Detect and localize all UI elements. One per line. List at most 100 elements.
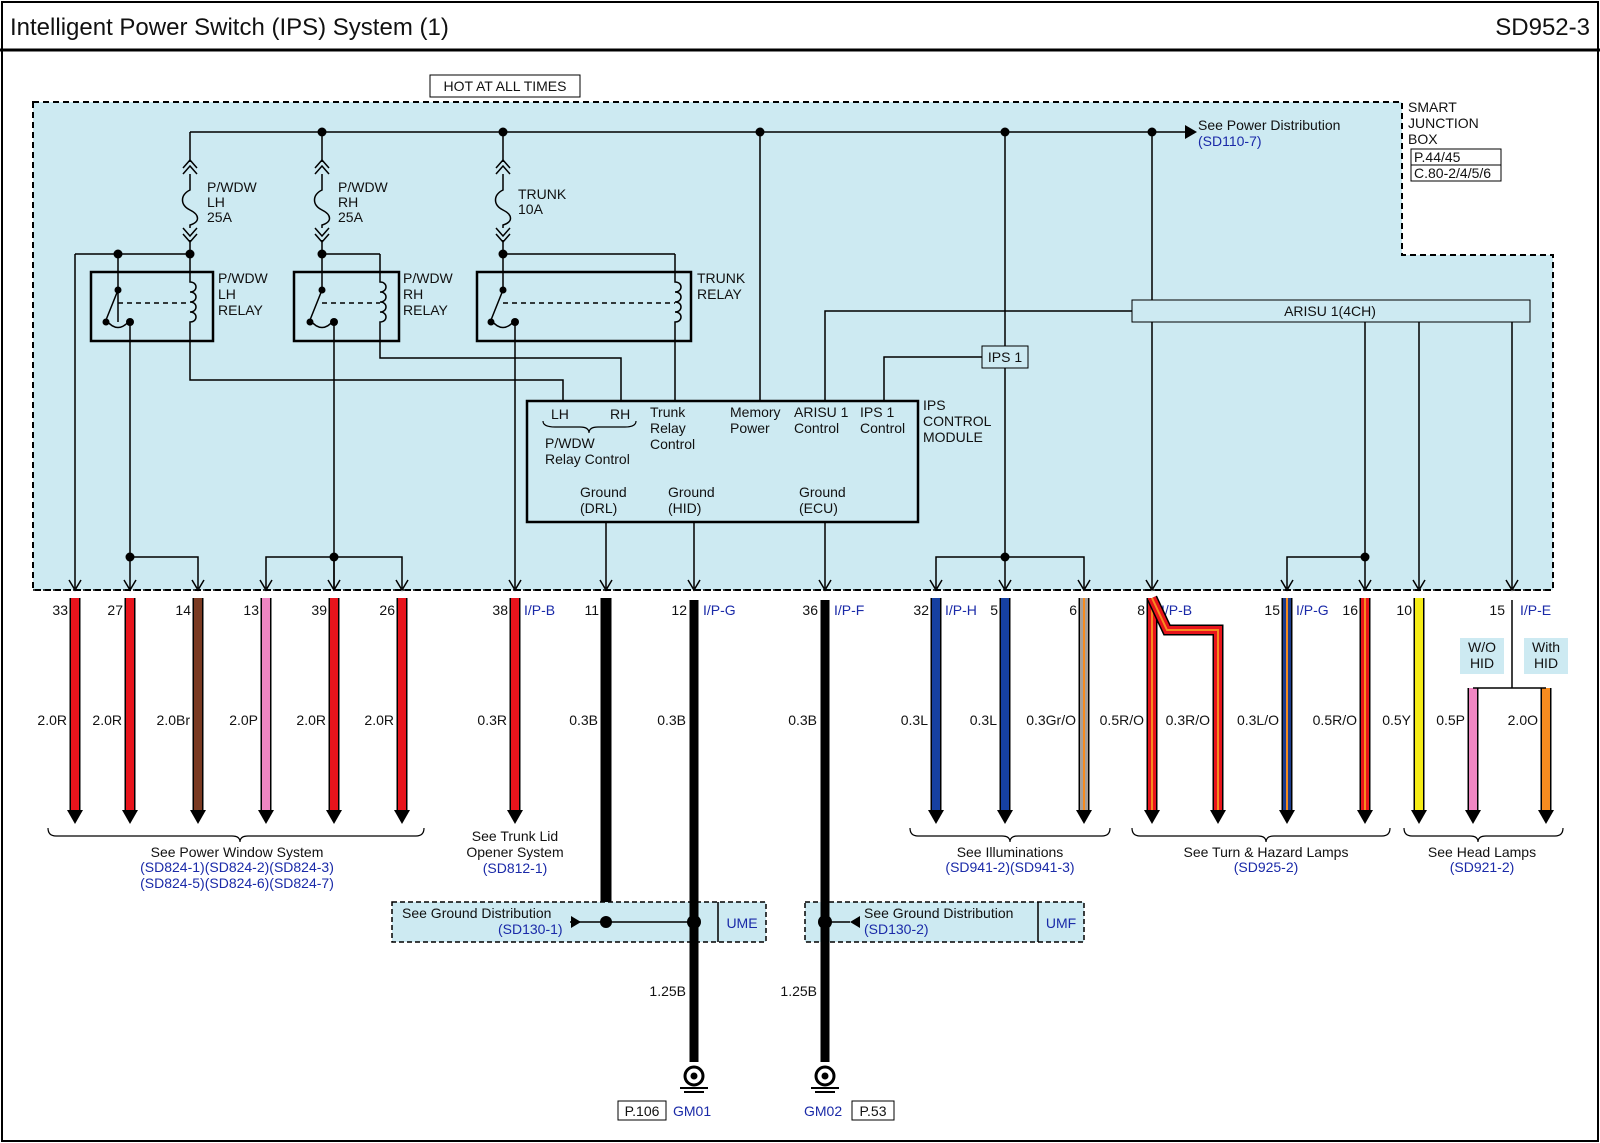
module-ips1-control-2: Control xyxy=(860,420,905,436)
battery-bus xyxy=(189,131,1185,588)
fuse-2-label-1: P/WDW xyxy=(338,179,389,195)
wire-7: 38 I/P-B 0.3R xyxy=(477,579,555,824)
ips1-label: IPS 1 xyxy=(988,349,1022,365)
connector-name: I/P-B xyxy=(524,602,555,618)
with-hid-label-2: HID xyxy=(1534,655,1558,671)
wire-arrow xyxy=(997,810,1013,824)
wire-17: 16 0.5R/O xyxy=(1313,579,1373,824)
fuse-3-label-2: 10A xyxy=(518,201,544,217)
relay-2-label-1: P/WDW xyxy=(403,270,454,286)
module-memory-power-1: Memory xyxy=(730,404,781,420)
pin-number: 8 xyxy=(1137,602,1145,618)
ref-power-window-link-1[interactable]: (SD824-1)(SD824-2)(SD824-3) xyxy=(140,859,334,875)
module-pwdw-control-2: Relay Control xyxy=(545,451,630,467)
relay-2-label-3: RELAY xyxy=(403,302,449,318)
wire-4: 132.0P xyxy=(229,579,274,824)
ref-power-window-link-2[interactable]: (SD824-5)(SD824-6)(SD824-7) xyxy=(140,875,334,891)
ref-illuminations-title: See Illuminations xyxy=(957,844,1064,860)
connector-name: I/P-H xyxy=(945,602,977,618)
fuse-1-label-3: 25A xyxy=(207,209,233,225)
ref-trunk-lid-title-1: See Trunk Lid xyxy=(472,828,558,844)
pin-number: 6 xyxy=(1069,602,1077,618)
wire-size-color-label: 2.0Br xyxy=(157,712,191,728)
module-pwdw-control-1: P/WDW xyxy=(545,435,596,451)
relay-3-label-2: RELAY xyxy=(697,286,743,302)
module-lh-label: LH xyxy=(551,406,569,422)
fuse-1-label-2: LH xyxy=(207,194,225,210)
wire-arrow xyxy=(1279,810,1295,824)
wire-2: 27 2.0R xyxy=(92,579,138,824)
without-hid-label-2: HID xyxy=(1470,655,1494,671)
pin-number: 36 xyxy=(802,602,818,618)
smart-junction-box xyxy=(32,101,1554,591)
wire-size-color-label: 0.3L xyxy=(970,712,997,728)
ref-turn-hazard-link[interactable]: (SD925-2) xyxy=(1234,859,1299,875)
module-ground-hid-1: Ground xyxy=(668,484,715,500)
wire-arrow xyxy=(928,810,944,824)
ref-head-lamps-link[interactable]: (SD921-2) xyxy=(1450,859,1515,875)
pin-number: 16 xyxy=(1342,602,1358,618)
wire-size-color-label: 0.3R xyxy=(477,712,507,728)
ground-1-name: GM01 xyxy=(673,1103,711,1119)
ground-symbol-gm01 xyxy=(680,1065,708,1093)
ref-illuminations-link[interactable]: (SD941-2)(SD941-3) xyxy=(945,859,1074,875)
ground-dist-2-text: See Ground Distribution xyxy=(864,905,1013,921)
pin-number: 15 xyxy=(1264,602,1280,618)
fuse-3-label-1: TRUNK xyxy=(518,186,567,202)
ground-wire-label-2: 1.25B xyxy=(780,983,817,999)
hot-at-all-times-label: HOT AT ALL TIMES xyxy=(444,78,567,94)
ground-dist-1-text: See Ground Distribution xyxy=(402,905,551,921)
power-distribution-text: See Power Distribution xyxy=(1198,117,1340,133)
wire-size-color-label: 2.0R xyxy=(296,712,326,728)
wire-arrow xyxy=(1357,810,1373,824)
junction-box-name-3: BOX xyxy=(1408,131,1438,147)
pwdw-lh-relay xyxy=(89,270,215,343)
ground-dist-2-link[interactable]: (SD130-2) xyxy=(864,921,929,937)
module-ground-drl-2: (DRL) xyxy=(580,500,617,516)
wire-size-color-label: 0.3R/O xyxy=(1166,712,1210,728)
wire-size-color-label: 0.3Gr/O xyxy=(1026,712,1076,728)
ground-wire-label-1: 1.25B xyxy=(649,983,686,999)
module-memory-power-2: Power xyxy=(730,420,770,436)
ref-trunk-lid-link[interactable]: (SD812-1) xyxy=(483,860,548,876)
relay-2-label-2: RH xyxy=(403,286,423,302)
power-distribution-link[interactable]: (SD110-7) xyxy=(1198,133,1262,149)
ground-dist-1-link[interactable]: (SD130-1) xyxy=(498,921,563,937)
wire-size-color-label: 2.0R xyxy=(92,712,122,728)
ground-dist-1-tag: UME xyxy=(726,915,757,931)
module-ground-drl-1: Ground xyxy=(580,484,627,500)
pwdw-rh-relay xyxy=(292,270,401,343)
wire-size-color-label: 0.5Y xyxy=(1382,712,1411,728)
wire-arrow xyxy=(394,810,410,824)
pin-number: 33 xyxy=(52,602,68,618)
with-hid-label-1: With xyxy=(1532,639,1560,655)
pin-terminal xyxy=(1505,579,1519,592)
ground-2-page: P.53 xyxy=(860,1103,887,1119)
without-hid-label-1: W/O xyxy=(1468,639,1496,655)
wire-arrow xyxy=(67,810,83,824)
pin-number: 32 xyxy=(913,602,929,618)
module-trunk-control-1: Trunk xyxy=(650,404,686,420)
connector-name: I/P-G xyxy=(1296,602,1329,618)
page-code: SD952-3 xyxy=(1495,14,1590,41)
pin-number: 10 xyxy=(1396,602,1412,618)
wire-12: 50.3L xyxy=(970,579,1013,824)
pin-number: 38 xyxy=(492,602,508,618)
module-name-2: CONTROL xyxy=(923,413,992,429)
fuse-2-label-3: 25A xyxy=(338,209,364,225)
relay-1-label-2: LH xyxy=(218,286,236,302)
wire-6: 262.0R xyxy=(364,579,410,824)
wire-8: 110.3B xyxy=(569,579,613,922)
connector-name: I/P-G xyxy=(703,602,736,618)
pin-number: 26 xyxy=(379,602,395,618)
wire-size-color-label: 0.5R/O xyxy=(1313,712,1357,728)
module-ground-ecu-2: (ECU) xyxy=(799,500,838,516)
pin-number: 27 xyxy=(107,602,123,618)
wire-arrow xyxy=(1411,810,1427,824)
pin-number: 11 xyxy=(584,602,599,618)
